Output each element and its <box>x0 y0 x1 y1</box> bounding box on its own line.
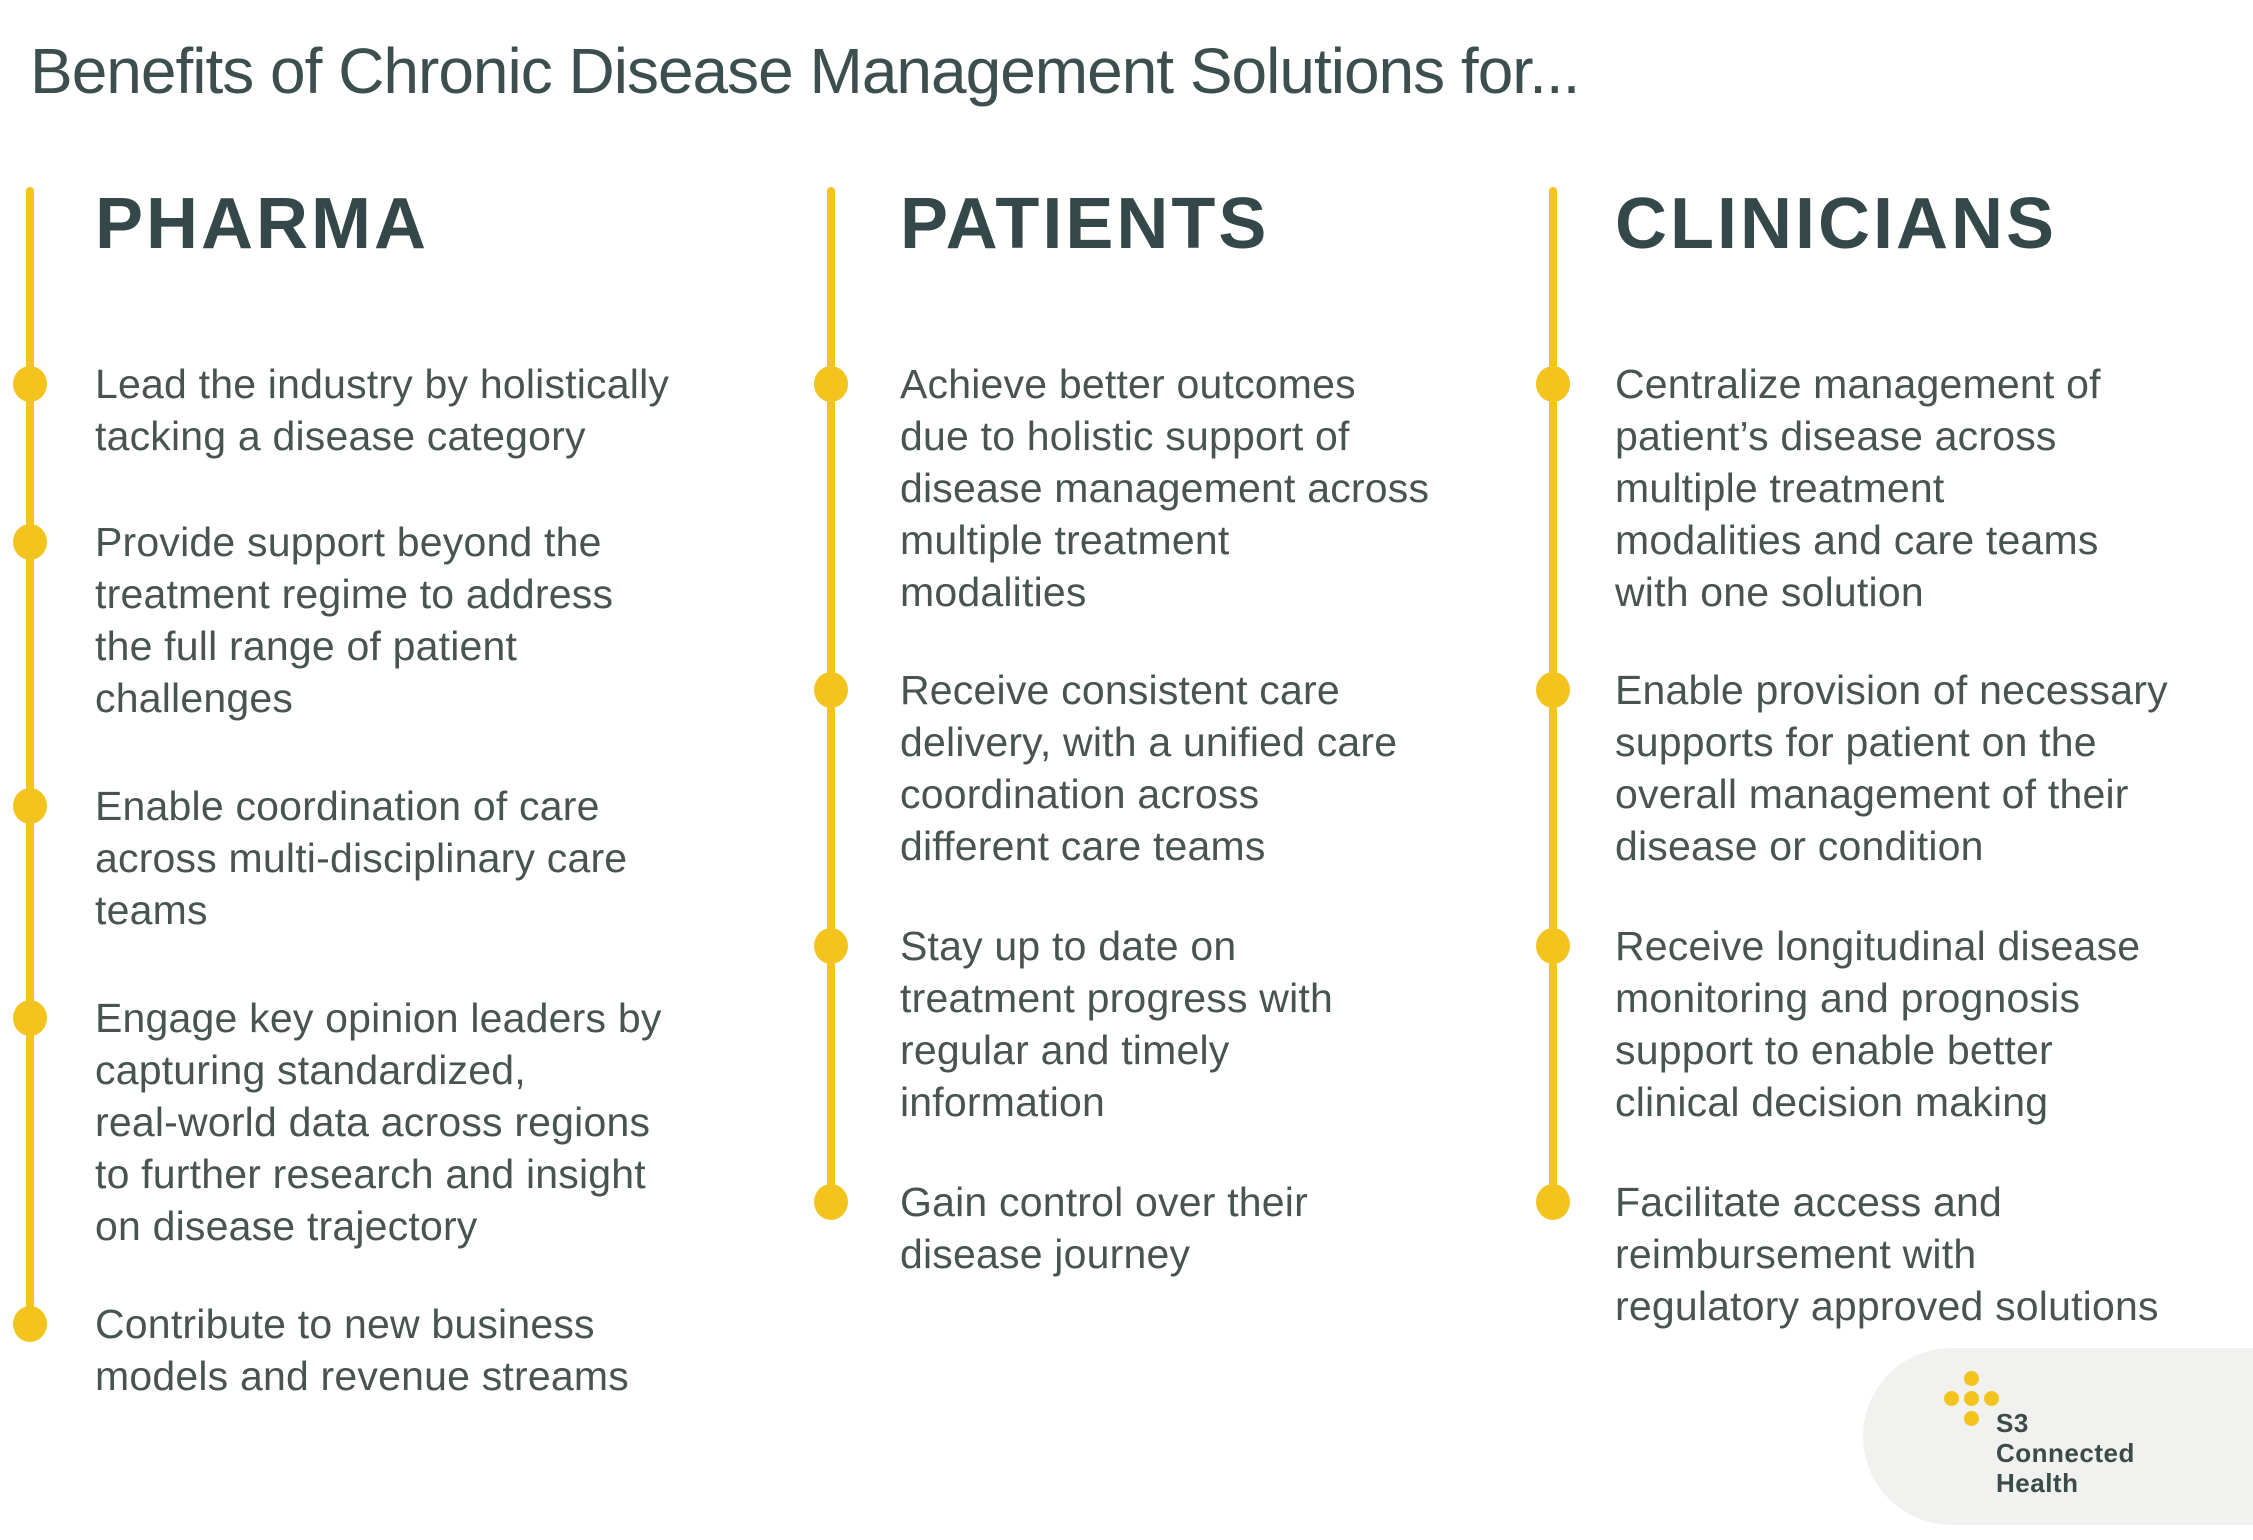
clinicians-item-1: Centralize management of patient’s disea… <box>1615 361 2101 615</box>
bullet-dot <box>814 366 848 402</box>
pharma-item-1: Lead the industry by holistically tackin… <box>95 361 670 459</box>
pharma-item-5: Contribute to new business models and re… <box>95 1301 629 1399</box>
bullet-dot <box>814 672 848 708</box>
logo-dot <box>1964 1411 1979 1426</box>
patients-item-4: Gain control over their disease journey <box>900 1179 1308 1277</box>
pharma-item-3: Enable coordination of care across multi… <box>95 783 628 933</box>
logo-pill-background <box>1863 1348 2253 1525</box>
pharma-item-2: Provide support beyond the treatment reg… <box>95 519 614 721</box>
logo-dot <box>1964 1391 1979 1406</box>
clinicians-item-2: Enable provision of necessary supports f… <box>1615 667 2168 869</box>
patients-item-2: Receive consistent care delivery, with a… <box>900 667 1398 869</box>
column-header-patients: PATIENTS <box>900 184 1270 264</box>
pharma-timeline-line <box>26 187 34 1324</box>
pharma-item-4: Engage key opinion leaders by capturing … <box>95 995 662 1249</box>
bullet-dot <box>13 1000 47 1036</box>
bullet-dot <box>13 1306 47 1342</box>
logo-dot <box>1944 1391 1959 1406</box>
column-header-pharma: PHARMA <box>95 184 429 264</box>
bullet-dot <box>1536 366 1570 402</box>
logo-dot <box>1984 1391 1999 1406</box>
bullet-dot <box>814 928 848 964</box>
logo-dot <box>1964 1371 1979 1386</box>
patients-item-1: Achieve better outcomes due to holistic … <box>900 361 1430 615</box>
column-header-clinicians: CLINICIANS <box>1615 184 2057 264</box>
logo-wordmark: S3 Connected Health <box>1996 1408 2135 1498</box>
bullet-dot <box>13 366 47 402</box>
page-title: Benefits of Chronic Disease Management S… <box>30 35 1580 107</box>
patients-item-3: Stay up to date on treatment progress wi… <box>900 923 1333 1125</box>
bullet-dot <box>1536 672 1570 708</box>
bullet-dot <box>1536 1184 1570 1220</box>
bullet-dot <box>1536 928 1570 964</box>
bullet-dot <box>13 524 47 560</box>
bullet-dot <box>814 1184 848 1220</box>
bullet-dot <box>13 788 47 824</box>
clinicians-item-3: Receive longitudinal disease monitoring … <box>1615 923 2141 1125</box>
clinicians-item-4: Facilitate access and reimbursement with… <box>1615 1179 2159 1329</box>
